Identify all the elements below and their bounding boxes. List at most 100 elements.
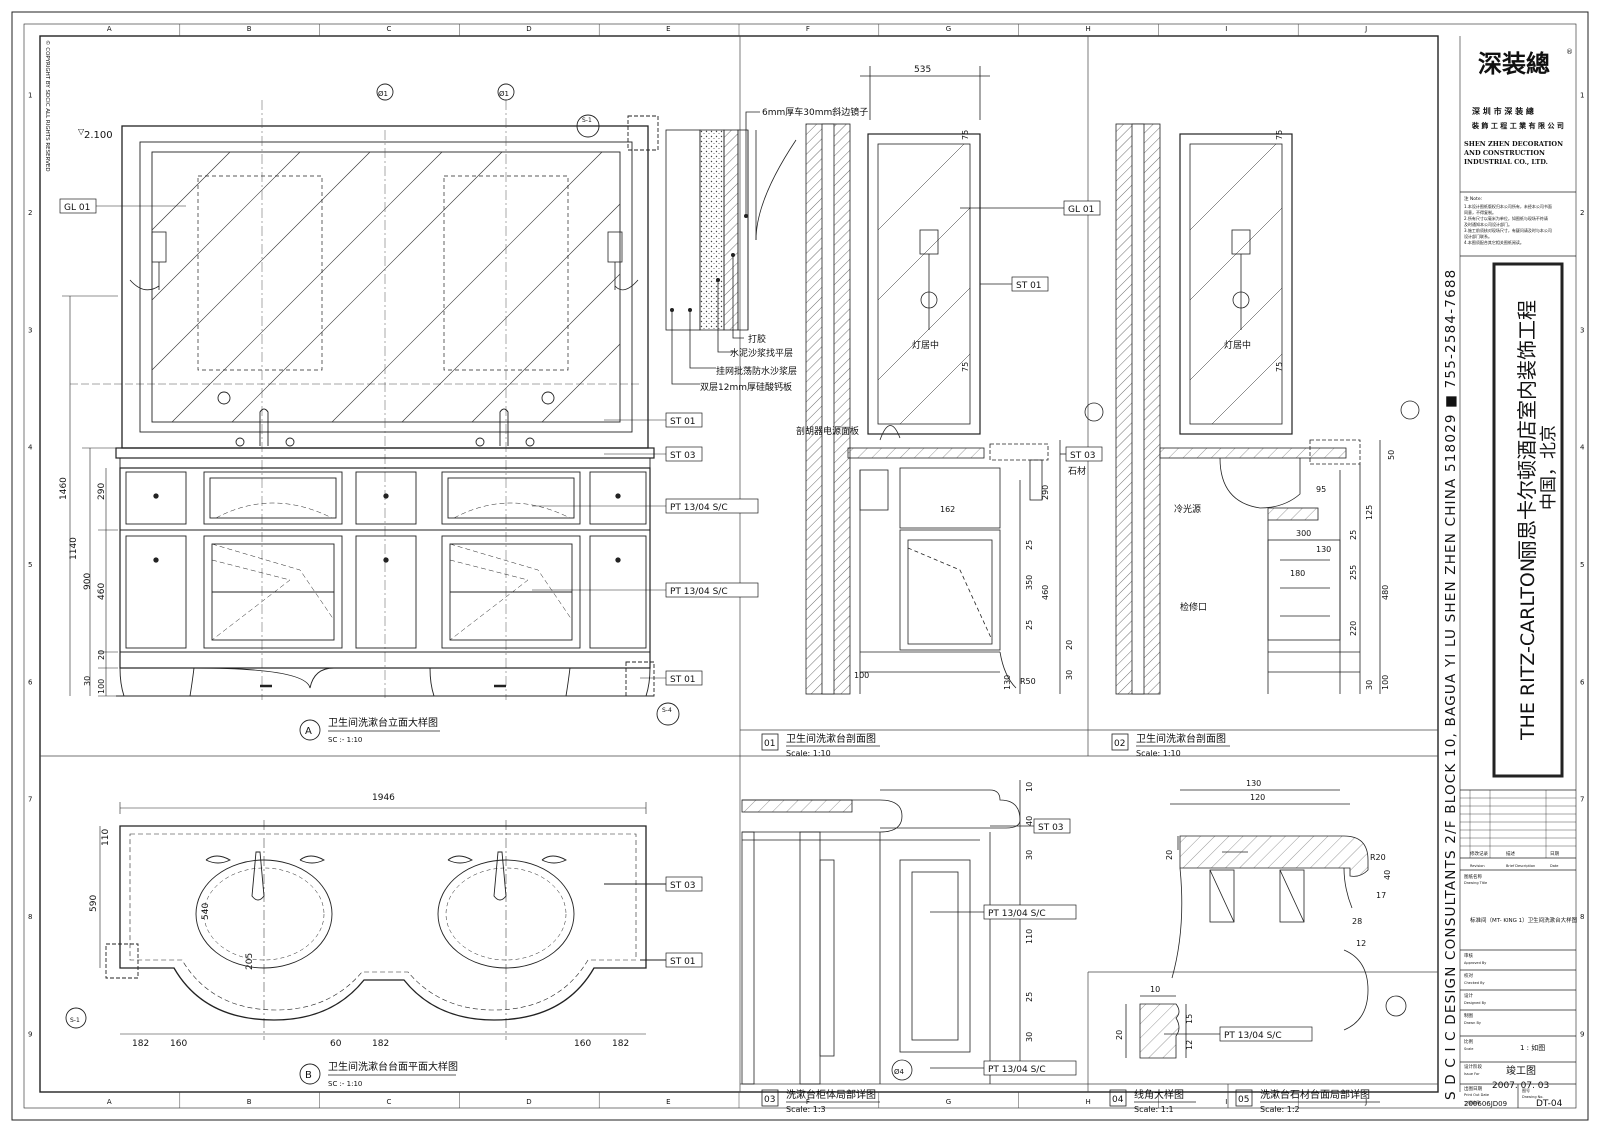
svg-text:Drawing Title: Drawing Title [1464,881,1487,885]
svg-text:ST 01: ST 01 [670,957,696,967]
svg-text:900: 900 [83,573,93,590]
svg-text:▽: ▽ [78,127,85,136]
svg-text:130: 130 [1246,779,1261,788]
grid-col-label: B [247,1098,252,1106]
svg-text:线角大样图: 线角大样图 [1134,1088,1184,1101]
svg-text:25: 25 [1025,620,1034,630]
detail-03-view [741,780,1034,1085]
svg-text:日期: 日期 [1550,851,1559,857]
svg-text:20: 20 [1165,850,1174,860]
plan-labels: 1946 110 590 540 205 182 160 60 182 160 … [70,793,703,1049]
svg-text:535: 535 [914,65,931,75]
view-title-05: 05 洗漱台石材台面局部详图 Scale: 1:2 [1235,1088,1380,1114]
svg-text:Scale: 1:10: Scale: 1:10 [786,749,831,758]
svg-text:Revision: Revision [1470,864,1485,868]
grid-col-label: E [666,25,670,33]
svg-text:220: 220 [1349,621,1358,636]
svg-text:卫生间洗漱台立面大样图: 卫生间洗漱台立面大样图 [328,716,438,729]
grid-col-label: A [107,1098,112,1106]
svg-text:挂网批荡防水沙浆层: 挂网批荡防水沙浆层 [716,365,797,377]
view-title-a: A 卫生间洗漱台立面大样图 SC :- 1:10 [299,716,440,744]
svg-text:审核: 审核 [1464,952,1473,959]
svg-text:卫生间洗漱台剖面图: 卫生间洗漱台剖面图 [1136,732,1226,745]
company-logo: 深装總 [1478,49,1550,78]
svg-text:及时通知本公司设计部门。: 及时通知本公司设计部门。 [1464,221,1512,227]
svg-text:350: 350 [1025,575,1034,590]
svg-text:打胶: 打胶 [748,333,766,345]
svg-text:75: 75 [961,362,970,372]
svg-text:75: 75 [961,130,970,140]
svg-text:12: 12 [1185,1040,1194,1050]
svg-text:A: A [305,726,312,737]
grid-col-label: G [946,1098,951,1106]
section-01-view [805,66,1104,695]
svg-text:60: 60 [330,1039,342,1049]
svg-text:Ø1: Ø1 [499,90,509,98]
grid-row-label: 7 [1580,796,1584,804]
svg-text:17: 17 [1376,891,1386,900]
svg-text:Date: Date [1550,864,1558,868]
svg-text:4.本图须配合其它相关图纸阅读。: 4.本图须配合其它相关图纸阅读。 [1464,239,1524,245]
view-title-02: 02 卫生间洗漱台剖面图 Scale: 1:10 [1111,732,1230,758]
svg-text:25: 25 [1025,540,1034,550]
svg-text:300: 300 [1296,529,1311,538]
svg-text:洗漱台石材台面局部详图: 洗漱台石材台面局部详图 [1260,1088,1370,1101]
section-02-view [1115,123,1420,695]
svg-text:75: 75 [1275,130,1284,140]
grid-col-label: F [806,25,810,33]
svg-text:Scale: 1:1: Scale: 1:1 [1134,1105,1174,1114]
grid-row-label: 2 [1580,209,1584,217]
grid-row-label: 7 [28,796,32,804]
svg-text:Designed By: Designed By [1464,1001,1486,1005]
svg-text:Brief Description: Brief Description [1506,864,1535,868]
svg-text:出图日期: 出图日期 [1464,1085,1482,1092]
svg-text:15: 15 [1185,1014,1194,1024]
svg-text:R20: R20 [1370,853,1386,862]
svg-text:GL 01: GL 01 [1068,205,1094,215]
svg-text:校对: 校对 [1464,972,1473,979]
svg-text:180: 180 [1290,569,1305,578]
svg-text:Drawn By: Drawn By [1464,1021,1481,1025]
svg-text:S-1: S-1 [70,1017,80,1024]
svg-text:R50: R50 [1020,677,1036,686]
svg-text:洗漱台柜体局部详图: 洗漱台柜体局部详图 [786,1088,876,1101]
svg-text:40: 40 [1383,870,1392,880]
svg-text:PT 13/04 S/C: PT 13/04 S/C [670,503,728,513]
svg-text:10: 10 [1150,985,1160,994]
svg-text:100: 100 [854,671,869,680]
svg-text:25: 25 [1025,992,1034,1002]
svg-text:110: 110 [1025,929,1034,944]
svg-text:100: 100 [97,679,106,694]
svg-text:ST 01: ST 01 [670,675,696,685]
grid-col-label: C [387,1098,392,1106]
svg-text:图纸名称: 图纸名称 [1464,873,1482,880]
job-number: 200606JD09 [1464,1100,1507,1108]
svg-text:04: 04 [1112,1095,1124,1105]
grid-row-label: 8 [1580,913,1584,921]
project-name-cn: 丽思卡尔顿酒店室内装饰工程 [1515,300,1539,560]
grid-row-label: 2 [28,209,32,217]
svg-text:Scale: Scale [1464,1047,1473,1051]
svg-text:工程编号: 工程编号 [1464,1099,1480,1105]
view-title-04: 04 线角大样图 Scale: 1:1 [1109,1088,1196,1114]
svg-text:石材: 石材 [1068,465,1086,477]
svg-text:182: 182 [132,1039,149,1049]
svg-text:50: 50 [1387,450,1396,460]
svg-text:PT 13/04 S/C: PT 13/04 S/C [670,587,728,597]
svg-text:Checked By: Checked By [1464,981,1485,985]
grid-col-label: A [107,25,112,33]
svg-text:6mm厚车30mm斜边镜子: 6mm厚车30mm斜边镜子 [762,106,868,118]
grid-col-label: D [526,1098,531,1106]
drawing-title: 标准间（MT- KING 1）卫生间洗漱台大样图 [1470,916,1578,924]
svg-text:2.100: 2.100 [84,130,113,141]
svg-text:40: 40 [1025,816,1034,826]
grid-col-label: D [526,25,531,33]
grid-col-label: I [1225,25,1227,33]
svg-text:20: 20 [1115,1030,1124,1040]
svg-text:AND CONSTRUCTION: AND CONSTRUCTION [1463,149,1545,157]
grid-row-label: 1 [28,92,32,100]
elevation-labels: 2.100 ▽ 1460 1140 290 900 460 20 30 100 … [59,90,672,714]
svg-text:75: 75 [1275,362,1284,372]
